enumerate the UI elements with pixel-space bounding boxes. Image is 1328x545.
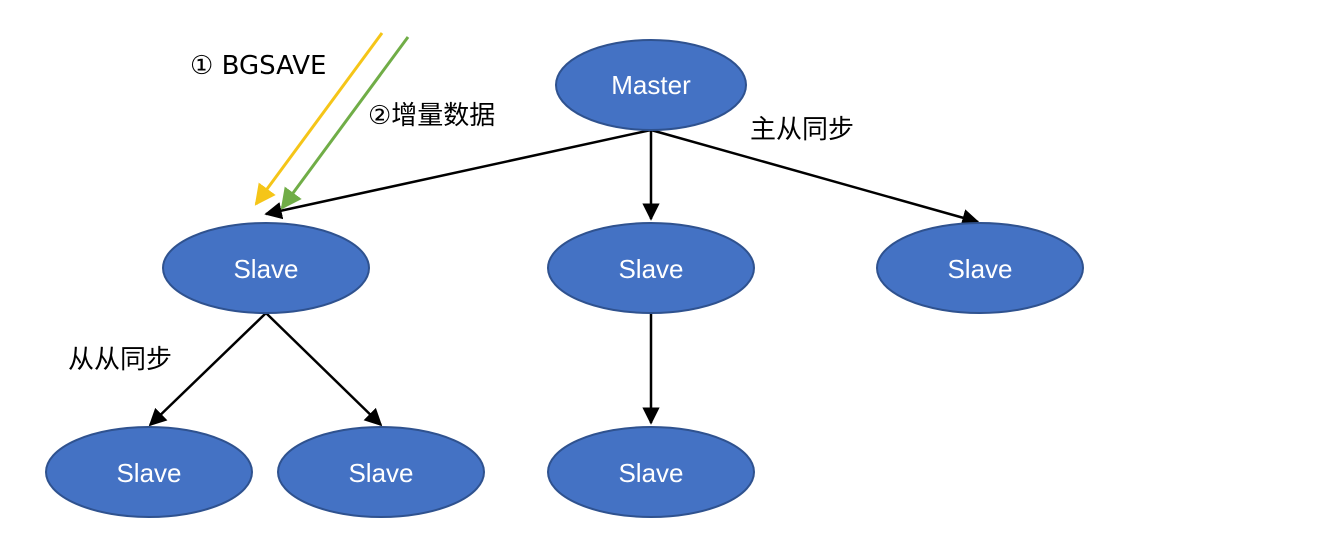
node-shape: [45, 426, 253, 518]
node-slave-l2-b: Slave: [277, 426, 485, 518]
edge-master-to-slave-l1-right: [650, 128, 980, 227]
node-label: Slave: [618, 254, 683, 284]
node-slave-l2-c: Slave: [547, 426, 755, 518]
node-label: Slave: [618, 458, 683, 488]
node-label: Slave: [348, 458, 413, 488]
node-label: Slave: [233, 254, 298, 284]
node-shape: [876, 222, 1084, 314]
node-shape: [547, 222, 755, 314]
node-slave-l1-right: Slave: [876, 222, 1084, 314]
node-shape: [547, 426, 755, 518]
slave-slave-sync-label: 从从同步: [68, 345, 172, 375]
edge-slave-l1-left-to-slave-l2-b: [265, 312, 383, 427]
node-slave-l2-a: Slave: [45, 426, 253, 518]
node-label: Slave: [116, 458, 181, 488]
node-slave-l1-left: Slave: [162, 222, 370, 314]
node-shape: [277, 426, 485, 518]
bgsave-arrow: [254, 32, 384, 206]
node-shape: [555, 39, 747, 131]
incremental-data-arrow: [280, 36, 410, 210]
node-slave-l1-mid: Slave: [547, 222, 755, 314]
edge-slave-l1-left-to-slave-l2-a: [148, 312, 267, 427]
edges: [148, 128, 980, 427]
step2-incremental-data-label: ②增量数据: [368, 101, 495, 131]
edge-master-to-slave-l1-left: [264, 128, 652, 220]
node-label: Master: [611, 70, 691, 100]
master-slave-sync-label: 主从同步: [750, 115, 854, 145]
step1-bgsave-label: ① BGSAVE: [190, 51, 326, 81]
node-master: Master: [555, 39, 747, 131]
node-shape: [162, 222, 370, 314]
node-label: Slave: [947, 254, 1012, 284]
